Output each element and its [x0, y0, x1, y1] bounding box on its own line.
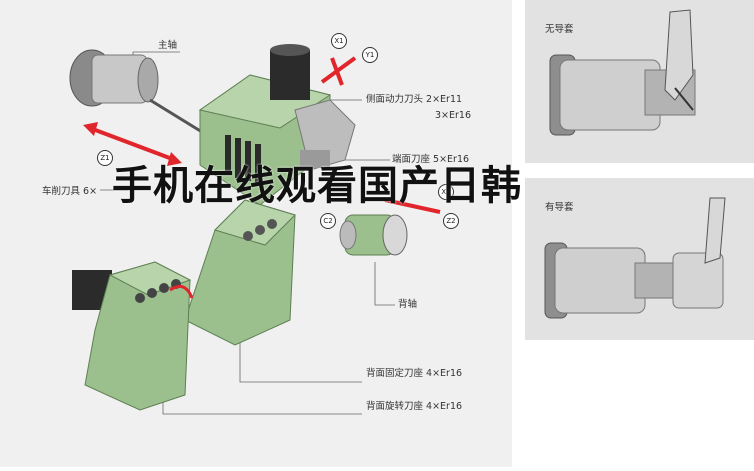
motion-arrows — [83, 56, 441, 299]
label-no-guide: 无导套 — [545, 24, 574, 35]
back-fixed-seat — [184, 199, 296, 346]
no-guide-panel: 无导套 — [525, 0, 754, 163]
with-guide-panel: 有导套 — [525, 178, 754, 340]
leader-back-rotary — [162, 398, 362, 415]
label-back-fixed-name: 背面固定刀座 — [366, 368, 424, 379]
label-turning-tool-spec: 6× — [83, 186, 98, 197]
label-back-fixed-spec: 4×Er16 — [426, 368, 463, 379]
back-rotary-seat — [72, 261, 192, 411]
label-back-rotary: 背面旋转刀座 4×Er16 — [366, 401, 462, 413]
axis-x2: X2 — [438, 184, 454, 200]
label-back-rotary-spec: 4×Er16 — [426, 401, 463, 412]
axis-z1: Z1 — [97, 150, 113, 166]
label-end-tool: 端面刀座 5×Er16 — [392, 154, 469, 166]
overlay-text: 手机在线观看国产日韩 — [112, 163, 522, 209]
main-tool-block — [198, 44, 356, 206]
label-back-rotary-name: 背面旋转刀座 — [366, 401, 424, 412]
with-guide-illustration — [544, 197, 726, 319]
label-side-tool: 侧面动力刀头 2×Er11 — [366, 94, 462, 106]
axis-c2: C2 — [320, 213, 336, 229]
label-side-tool-spec2: 3×Er16 — [435, 110, 472, 121]
label-end-tool-name: 端面刀座 — [392, 154, 431, 165]
no-guide-illustration — [549, 9, 696, 136]
label-with-guide: 有导套 — [545, 202, 574, 213]
leader-back-spindle — [374, 262, 395, 306]
axis-x1: X1 — [331, 33, 347, 49]
label-turning-tool-name: 车削刀具 — [42, 186, 81, 197]
axis-z2: Z2 — [443, 213, 459, 229]
label-back-spindle: 背轴 — [398, 299, 418, 310]
back-spindle-part — [339, 214, 408, 256]
label-side-tool-spec1: 2×Er11 — [426, 94, 463, 105]
label-side-tool-name: 侧面动力刀头 — [366, 94, 424, 105]
label-end-tool-spec: 5×Er16 — [433, 154, 470, 165]
spindle-part — [69, 49, 216, 142]
axis-y1: Y1 — [362, 47, 378, 63]
machine-illustration — [69, 44, 441, 415]
label-turning-tool: 车削刀具 6× — [42, 186, 97, 198]
main-diagram-panel: 主轴 侧面动力刀头 2×Er11 3×Er16 端面刀座 5×Er16 车削刀具… — [0, 0, 512, 467]
label-back-fixed: 背面固定刀座 4×Er16 — [366, 368, 462, 380]
label-spindle: 主轴 — [158, 40, 178, 51]
